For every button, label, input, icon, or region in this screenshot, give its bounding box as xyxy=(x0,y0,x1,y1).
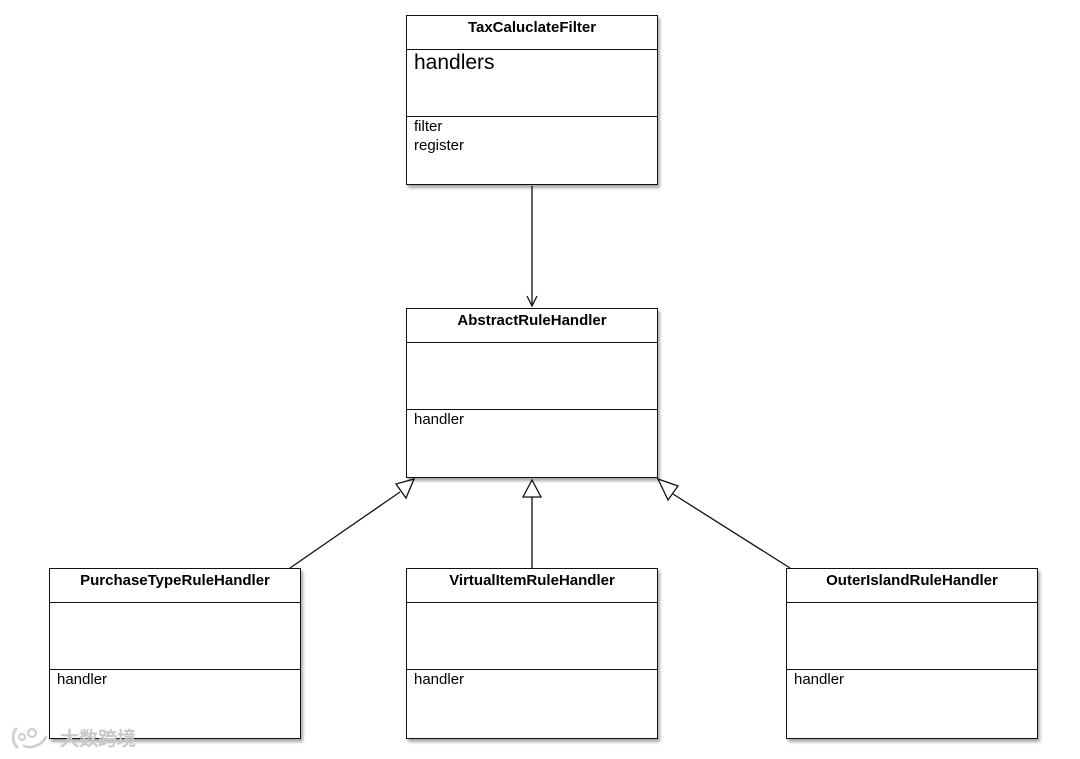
class-operation: handler xyxy=(414,411,465,428)
class-attributes: handlers xyxy=(407,50,657,117)
class-attributes xyxy=(787,603,1037,670)
brand-logo-icon xyxy=(11,727,48,748)
watermark: 大数跨境 xyxy=(10,724,136,751)
generalization-virtual-arrowhead xyxy=(521,478,543,498)
class-operation: handler xyxy=(57,671,108,688)
class-box-virtual-item-rule-handler[interactable]: VirtualItemRuleHandler handler xyxy=(406,568,658,739)
generalization-purchase-line xyxy=(289,491,401,569)
class-box-tax-caluclate-filter[interactable]: TaxCaluclateFilter handlers filter regis… xyxy=(406,15,658,185)
class-operations: handler xyxy=(50,670,300,738)
class-operation: register xyxy=(414,137,465,154)
class-operations: handler xyxy=(407,670,657,738)
class-attribute: handlers xyxy=(414,51,495,74)
class-operation: handler xyxy=(414,671,465,688)
class-attributes xyxy=(407,343,657,410)
class-box-abstract-rule-handler[interactable]: AbstractRuleHandler handler xyxy=(406,308,658,478)
watermark-text: 大数跨境 xyxy=(60,729,137,750)
class-name: AbstractRuleHandler xyxy=(407,309,657,343)
class-operations: filter register xyxy=(407,117,657,184)
class-box-outer-island-rule-handler[interactable]: OuterIslandRuleHandler handler xyxy=(786,568,1038,739)
generalization-outer-line xyxy=(672,493,791,569)
class-name: VirtualItemRuleHandler xyxy=(407,569,657,603)
class-operations: handler xyxy=(787,670,1037,738)
class-operations: handler xyxy=(407,410,657,477)
class-name: PurchaseTypeRuleHandler xyxy=(50,569,300,603)
generalization-outer-arrowhead xyxy=(656,477,680,502)
class-name: OuterIslandRuleHandler xyxy=(787,569,1037,603)
class-attributes xyxy=(407,603,657,670)
generalization-purchase-arrowhead xyxy=(394,478,416,500)
class-operation: handler xyxy=(794,671,845,688)
class-attributes xyxy=(50,603,300,670)
class-name: TaxCaluclateFilter xyxy=(407,16,657,50)
class-box-purchase-type-rule-handler[interactable]: PurchaseTypeRuleHandler handler xyxy=(49,568,301,739)
class-operation: filter xyxy=(414,118,443,135)
